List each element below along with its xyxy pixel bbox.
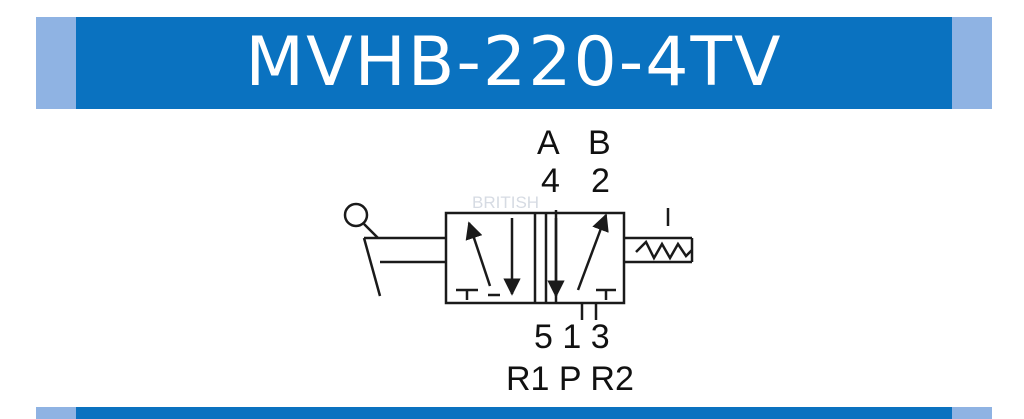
banner-left-end xyxy=(36,17,76,109)
title-banner: MVHB-220-4TV xyxy=(36,17,992,109)
bottom-banner xyxy=(36,407,992,419)
watermark-text: BRITISH xyxy=(472,193,539,212)
left-position-flow-paths xyxy=(456,218,521,300)
valve-envelope-icon xyxy=(444,211,626,305)
port-label-b: B xyxy=(588,124,611,162)
bottom-banner-right-end xyxy=(952,407,992,419)
port-letters-r1-p-r2: R1 P R2 xyxy=(506,360,634,398)
port-number-2: 2 xyxy=(591,162,610,200)
banner-right-end xyxy=(952,17,992,109)
port-number-4: 4 xyxy=(541,162,560,200)
port-label-a: A xyxy=(537,124,560,162)
model-title: MVHB-220-4TV xyxy=(245,23,783,102)
bottom-banner-left-end xyxy=(36,407,76,419)
roller-lever-actuator-icon xyxy=(343,202,446,297)
right-position-flow-paths xyxy=(544,210,616,320)
spring-return-icon xyxy=(624,208,694,264)
port-numbers-5-1-3: 5 1 3 xyxy=(534,318,610,356)
